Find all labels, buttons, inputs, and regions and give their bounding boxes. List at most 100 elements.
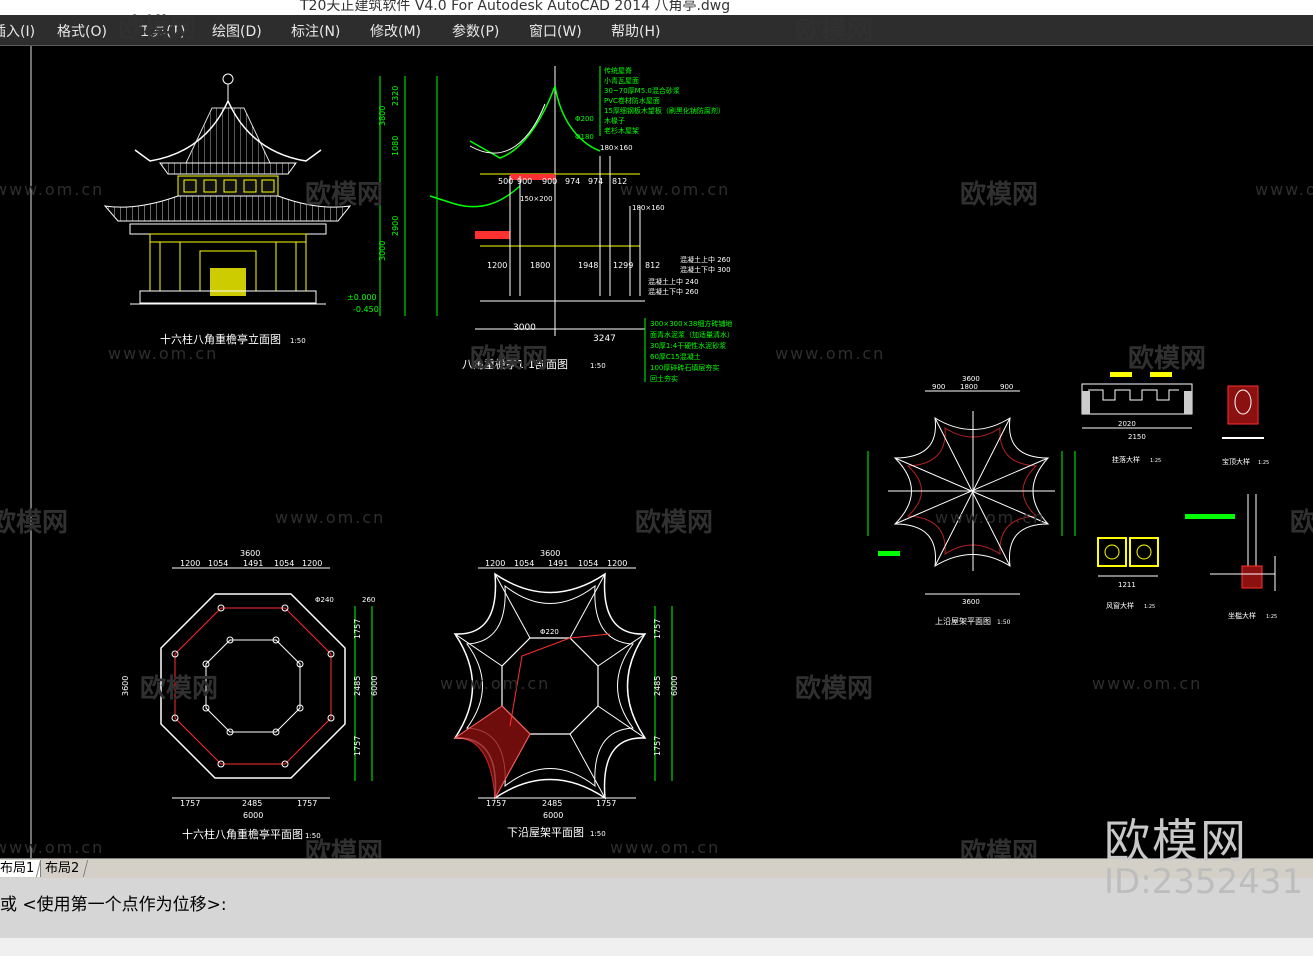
plan-scale: 1:50 (305, 832, 321, 840)
svg-text:1800: 1800 (960, 383, 978, 391)
detail-bench-title: 坐槛大样 (1228, 611, 1256, 620)
tab-layout2-label: 布局2 (45, 861, 80, 876)
level-0: ±0.000 (347, 293, 377, 302)
svg-text:1491: 1491 (243, 559, 263, 568)
menu-parameters[interactable]: 参数(P) (452, 24, 500, 40)
svg-text:15厚细钢板木望板（刷黑化钠防腐剂）: 15厚细钢板木望板（刷黑化钠防腐剂） (604, 106, 725, 115)
menu-bar: 插入(I) 格式(O) 工具(T) 绘图(D) 标注(N) 修改(M) 参数(P… (0, 15, 1313, 46)
window-title-bar: T20天正建筑软件 V4.0 For Autodesk AutoCAD 2014… (0, 0, 1313, 15)
svg-text:Φ220: Φ220 (540, 628, 559, 636)
svg-text:900: 900 (1000, 383, 1013, 391)
detail-bench: 坐槛大样 1:25 (1185, 494, 1277, 620)
svg-text:1200: 1200 (180, 559, 200, 568)
svg-text:1:25: 1:25 (1266, 614, 1277, 620)
svg-text:300×300×38细方砖铺地: 300×300×38细方砖铺地 (650, 319, 732, 328)
svg-text:1:25: 1:25 (1144, 604, 1155, 610)
svg-text:Φ240: Φ240 (315, 596, 334, 604)
svg-text:60厚C15混凝土: 60厚C15混凝土 (650, 352, 701, 361)
svg-text:2020: 2020 (1118, 420, 1136, 428)
plan-total-dim: 3600 (240, 549, 260, 558)
svg-text:老杉木屋架: 老杉木屋架 (604, 126, 639, 135)
command-line[interactable]: 或 <使用第一个点作为位移>: (0, 878, 1313, 938)
svg-text:混凝土下中 260: 混凝土下中 260 (648, 287, 699, 296)
svg-text:1757: 1757 (486, 799, 506, 808)
top-dim-1: 900 (517, 177, 532, 186)
drawing-canvas[interactable]: 十六柱八角重檐亭立面图 1:50 3800 2320 1080 3000 290… (0, 14, 1313, 868)
menu-draw[interactable]: 绘图(D) (212, 24, 262, 40)
mid-dim-0: 1200 (487, 261, 507, 270)
mid-dim-4: 812 (645, 261, 660, 270)
svg-text:1:25: 1:25 (1258, 460, 1269, 466)
mid-dim-3: 1299 (613, 261, 633, 270)
svg-text:1211: 1211 (1118, 581, 1136, 589)
menu-modify[interactable]: 修改(M) (370, 24, 422, 40)
svg-text:900: 900 (932, 383, 945, 391)
elevation-scale: 1:50 (290, 337, 306, 345)
svg-text:6000: 6000 (543, 811, 563, 820)
svg-text:2150: 2150 (1128, 433, 1146, 441)
svg-text:1:25: 1:25 (1150, 458, 1161, 464)
brand-watermark: 欧模网 ID:2352431 (1104, 818, 1304, 902)
svg-text:1054: 1054 (514, 559, 534, 568)
svg-text:混凝土上中 240: 混凝土上中 240 (648, 277, 699, 286)
menu-tools[interactable]: 工具(T) (138, 24, 186, 40)
dim-h2: 3000 (378, 241, 387, 261)
svg-text:2485: 2485 (353, 676, 362, 696)
svg-text:3600: 3600 (121, 676, 130, 696)
svg-text:6000: 6000 (670, 676, 679, 696)
top-dim-2: 900 (542, 177, 557, 186)
svg-text:1054: 1054 (578, 559, 598, 568)
top-dim-4: 974 (588, 177, 603, 186)
lower-roof-scale: 1:50 (590, 830, 606, 838)
svg-text:木椽子: 木椽子 (604, 116, 625, 125)
svg-text:30~70厚M5.0混合砂浆: 30~70厚M5.0混合砂浆 (604, 86, 680, 95)
detail-finial: 宝顶大样 1:25 (1222, 385, 1269, 466)
detail-finial-title: 宝顶大样 (1222, 457, 1250, 466)
svg-text:100厚碎砖石填层夯实: 100厚碎砖石填层夯实 (650, 363, 719, 372)
upper-roof-scale: 1:50 (997, 619, 1011, 626)
section-notes: 传统屋脊 小青瓦屋面 30~70厚M5.0混合砂浆 PVC卷材防水屋面 15厚细… (599, 66, 725, 136)
top-dim-5: 812 (612, 177, 627, 186)
top-dim-3: 974 (565, 177, 580, 186)
menu-window[interactable]: 窗口(W) (529, 24, 582, 40)
svg-text:6000: 6000 (370, 676, 379, 696)
mid-dim-2: 1948 (578, 261, 598, 270)
svg-text:1757: 1757 (596, 799, 616, 808)
section-w1: 3000 (513, 323, 536, 333)
dim-h4: 1080 (391, 136, 400, 156)
menu-insert[interactable]: 插入(I) (0, 24, 36, 40)
tab-layout2[interactable]: 布局2 (35, 860, 89, 877)
svg-text:1200: 1200 (302, 559, 322, 568)
command-history-text: 或 <使用第一个点作为位移>: (0, 895, 227, 915)
svg-text:1757: 1757 (353, 736, 362, 756)
menu-format[interactable]: 格式(O) (57, 24, 107, 40)
brand-id: ID:2352431 (1104, 862, 1304, 902)
lower-roof-title: 下沿屋架平面图 (507, 826, 584, 839)
svg-text:PVC卷材防水屋面: PVC卷材防水屋面 (604, 96, 660, 105)
beam-3: 150×200 (520, 195, 553, 203)
level-1: -0.450 (353, 305, 379, 314)
menu-help[interactable]: 帮助(H) (611, 24, 661, 40)
dim-h3: 2320 (391, 86, 400, 106)
plan-title: 十六柱八角重檐亭平面图 (182, 827, 303, 841)
foundation-notes: 300×300×38细方砖铺地 面青水泥浆（加适量清水） 30厚1:4干硬性水泥… (644, 318, 734, 383)
svg-text:1200: 1200 (485, 559, 505, 568)
upper-roof-plan: 3600 900 1800 900 3600 上沿屋架平面图 1:50 (867, 375, 1076, 626)
section-drawing: 3800 2320 1080 3000 2900 ±0.000 -0.450 5… (347, 66, 734, 383)
menu-dimension[interactable]: 标注(N) (291, 24, 341, 40)
detail-window-title: 风窗大样 (1106, 601, 1134, 610)
top-dim-0: 500 (498, 177, 513, 186)
svg-text:2485: 2485 (542, 799, 562, 808)
svg-text:30厚1:4干硬性水泥砂浆: 30厚1:4干硬性水泥砂浆 (650, 341, 726, 350)
svg-text:260: 260 (362, 596, 375, 604)
plan-drawing: 3600 1200 1054 1491 1054 1200 Φ (121, 549, 379, 841)
detail-window: 1211 风窗大样 1:25 (1097, 537, 1159, 610)
svg-text:回土夯实: 回土夯实 (650, 374, 678, 383)
section-scale: 1:50 (590, 362, 606, 370)
svg-text:1200: 1200 (607, 559, 627, 568)
elevation-drawing: 十六柱八角重檐亭立面图 1:50 (103, 73, 352, 346)
dim-h5: 2900 (391, 216, 400, 236)
lower-roof-plan: 3600 1200 1054 1491 1054 1200 Φ220 1757 … (453, 549, 679, 839)
svg-text:1757: 1757 (180, 799, 200, 808)
tab-layout1[interactable]: 布局1 (0, 860, 42, 877)
